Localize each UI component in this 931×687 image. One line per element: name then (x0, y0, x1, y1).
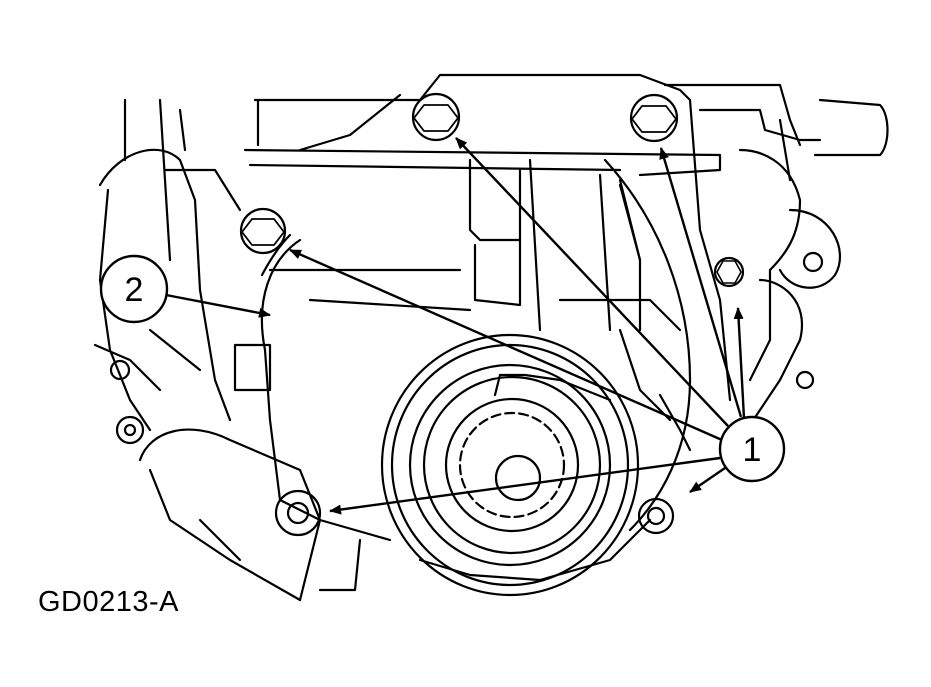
callout-2-label: 2 (125, 271, 144, 309)
bolt-top-right (629, 93, 679, 143)
bolt-bottom-left (274, 489, 322, 537)
callout-2-leader (165, 293, 271, 318)
bolt-left (239, 207, 287, 255)
bolt-right (713, 256, 745, 288)
bolt-bottom-right (637, 497, 675, 535)
callout-1-label: 1 (743, 431, 762, 469)
callout-2: 2 (99, 254, 169, 324)
callout-1: 1 (718, 415, 786, 483)
callout-1-leaders (289, 137, 746, 515)
figure-id-label: GD0213-A (38, 586, 180, 618)
engine-line-art (93, 73, 889, 602)
bolt-top-center (411, 92, 461, 142)
